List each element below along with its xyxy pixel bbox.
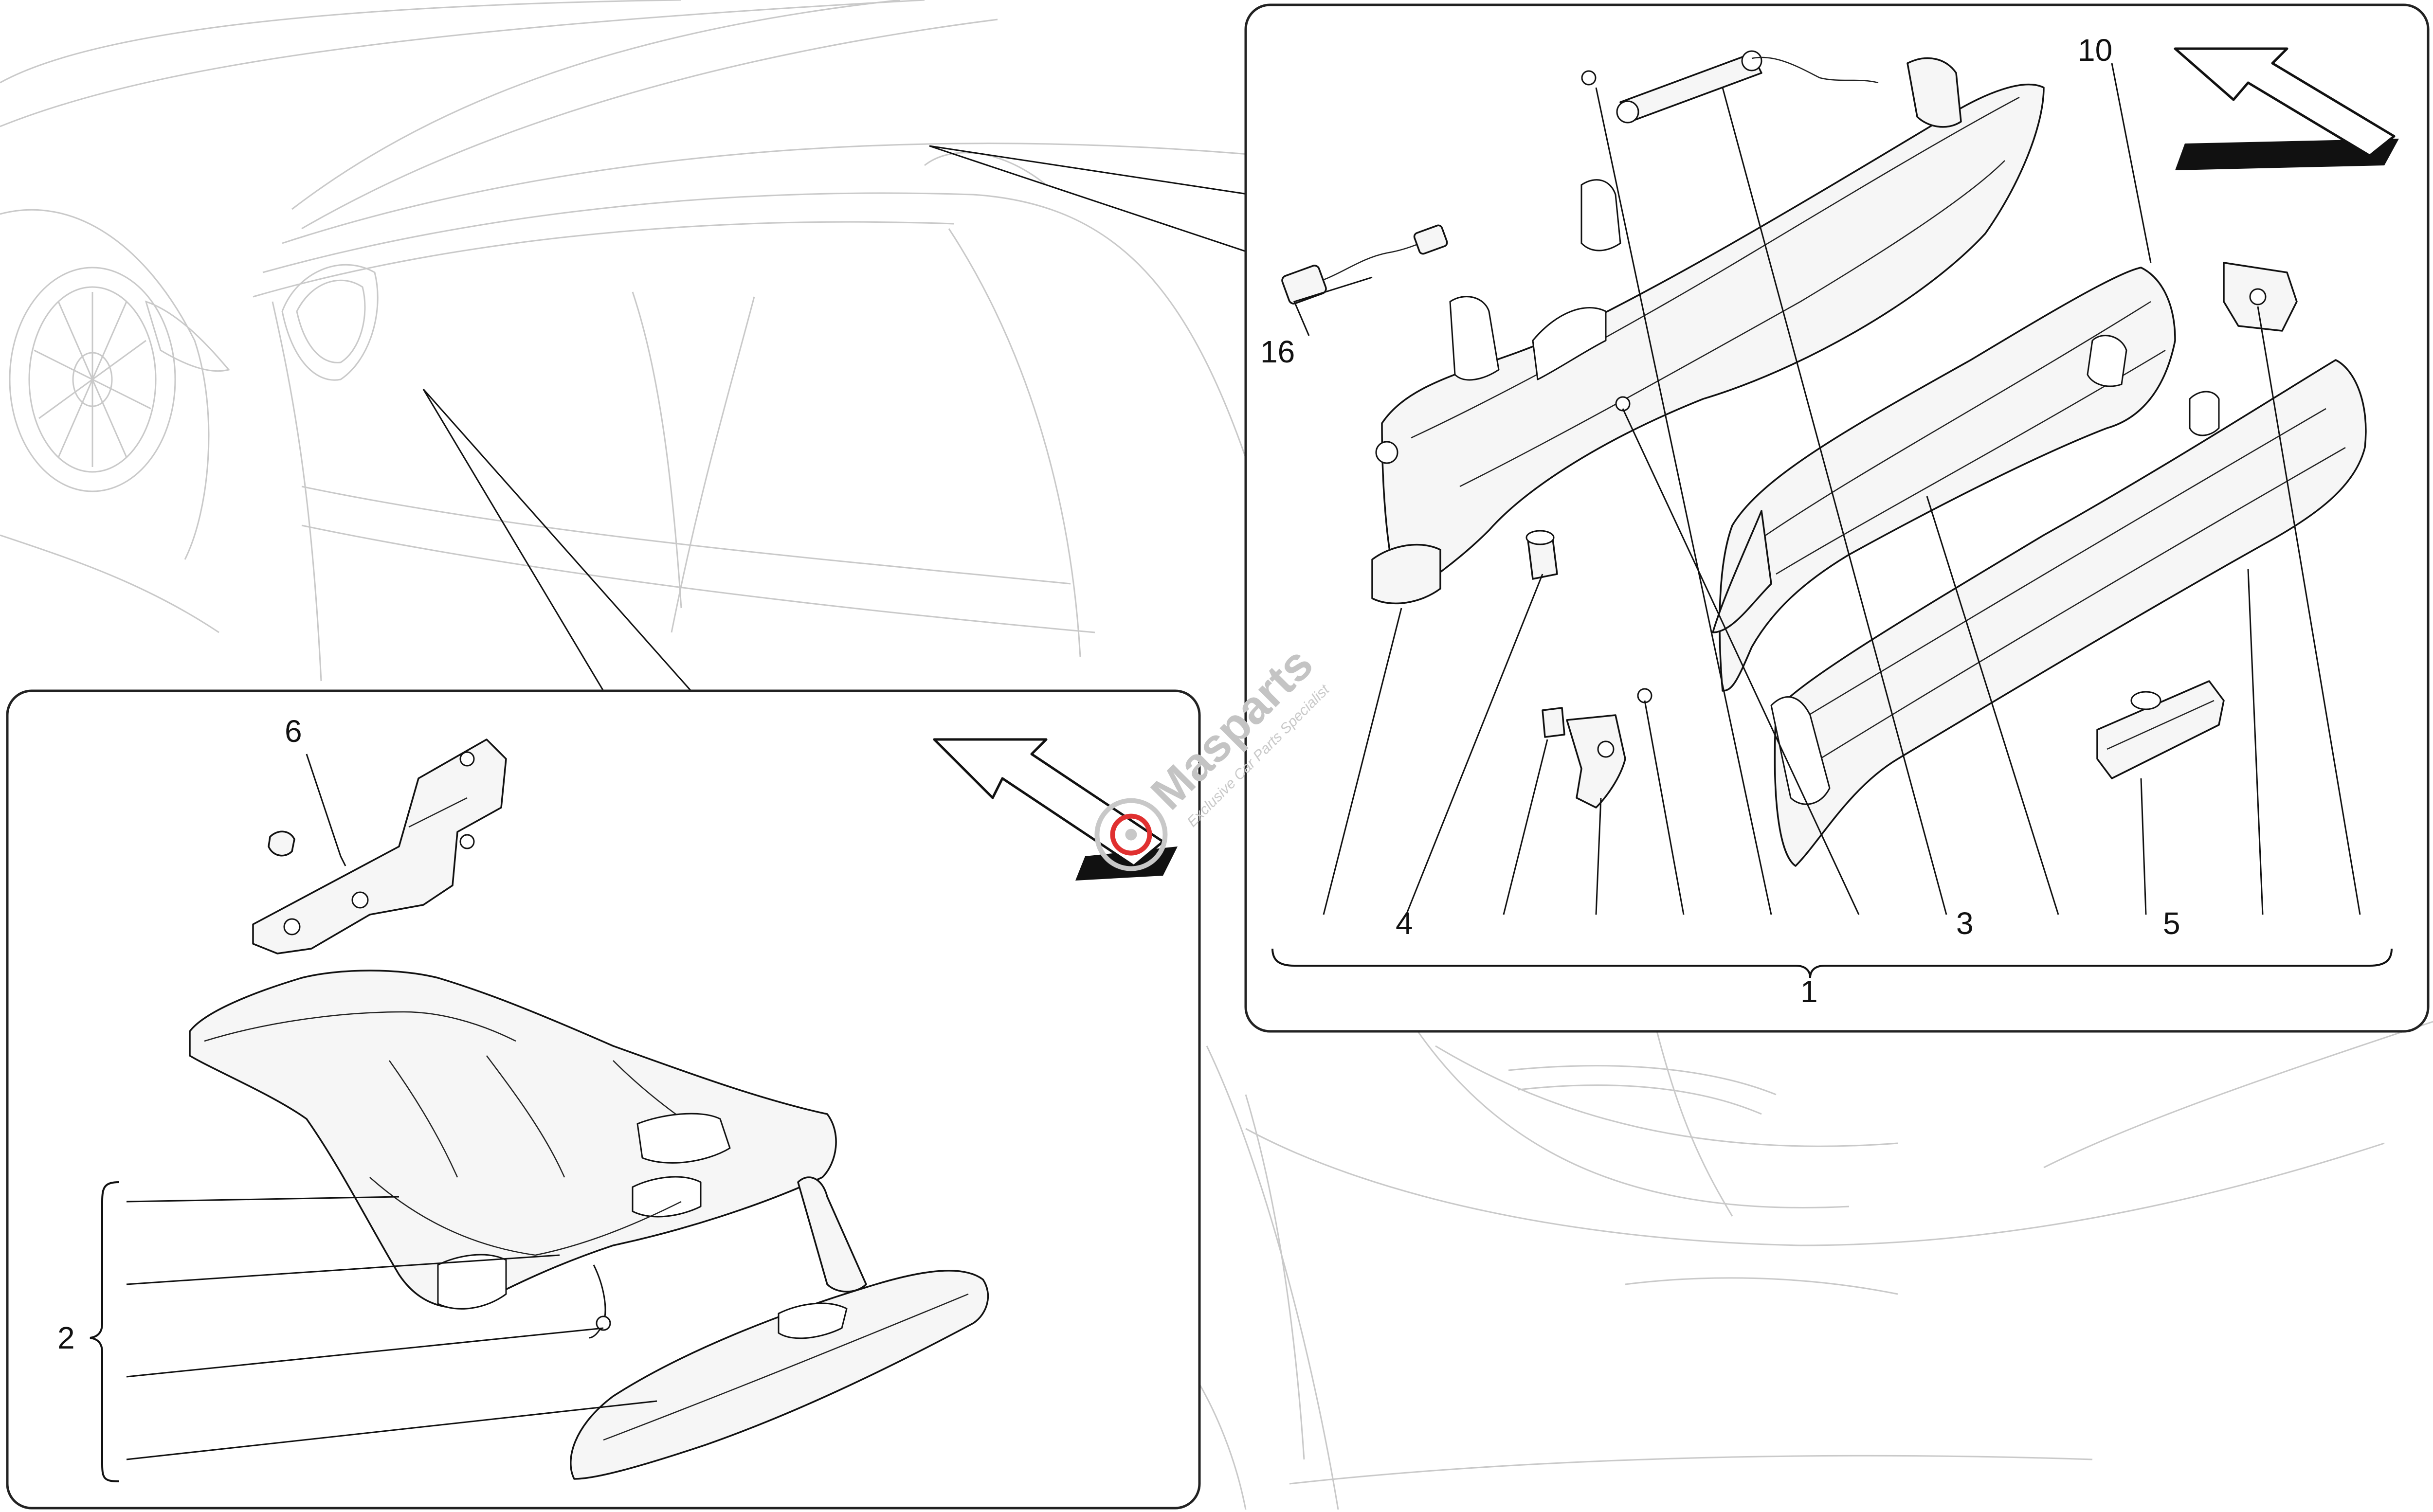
small-bracket-lower (1542, 688, 1652, 809)
left-detail-panel: 6 2 (6, 689, 1201, 1510)
callout-4: 4 (1396, 906, 1413, 941)
glovebox-upper-frame (1371, 84, 2045, 605)
corner-bracket (2223, 262, 2298, 332)
clip-part-4 (1525, 530, 1558, 580)
screw-mid (1615, 396, 1631, 412)
callout-5: 5 (2163, 906, 2180, 941)
clip-nut (1542, 707, 1565, 738)
leader-lines-left (90, 754, 657, 1482)
callout-6: 6 (285, 714, 302, 749)
direction-arrow-right-panel (2174, 47, 2399, 170)
latch-bracket-top (1906, 57, 1962, 128)
glovebox-lower-shell (1712, 267, 2176, 692)
frame-side-bracket (1449, 296, 1500, 381)
hinge-nut (268, 830, 295, 857)
frame-tab (1532, 307, 1607, 380)
screw-top (1581, 70, 1597, 86)
zoom-wedge-lines (422, 145, 1251, 691)
frame-foot (1371, 543, 1441, 605)
glovebox-housing-left (189, 970, 837, 1339)
shell-side-wing (1712, 510, 1772, 633)
screw-lower (1637, 688, 1652, 703)
right-detail-panel: 10 16 4 3 5 1 (1244, 3, 2430, 1033)
door-hinge-arm (1770, 696, 1831, 805)
hinge-rod-assembly (1581, 50, 1879, 124)
frame-post (1580, 179, 1621, 252)
lower-shell-top (1719, 267, 2176, 692)
door-arm-left (797, 1176, 867, 1293)
frame-hole (1375, 441, 1398, 464)
watermark-logo (1094, 798, 1168, 871)
latch-handle-5 (2096, 680, 2225, 779)
callout-10: 10 (2078, 33, 2112, 68)
callout-3: 3 (1956, 906, 1974, 941)
callout-16: 16 (1260, 334, 1295, 369)
glovebox-door-left (570, 1176, 989, 1480)
callout-1: 1 (1800, 974, 1818, 1009)
glovebox-door (1770, 359, 2367, 867)
callout-2: 2 (57, 1320, 75, 1355)
bracket-plate (252, 738, 507, 954)
hinge-bracket-6 (252, 738, 507, 954)
leader-lines-right (1271, 63, 2393, 978)
wiring-connector-16 (1281, 224, 1448, 305)
housing-catch (632, 1176, 702, 1218)
housing-latch-slot (636, 1113, 731, 1164)
upper-frame-body (1381, 84, 2045, 599)
